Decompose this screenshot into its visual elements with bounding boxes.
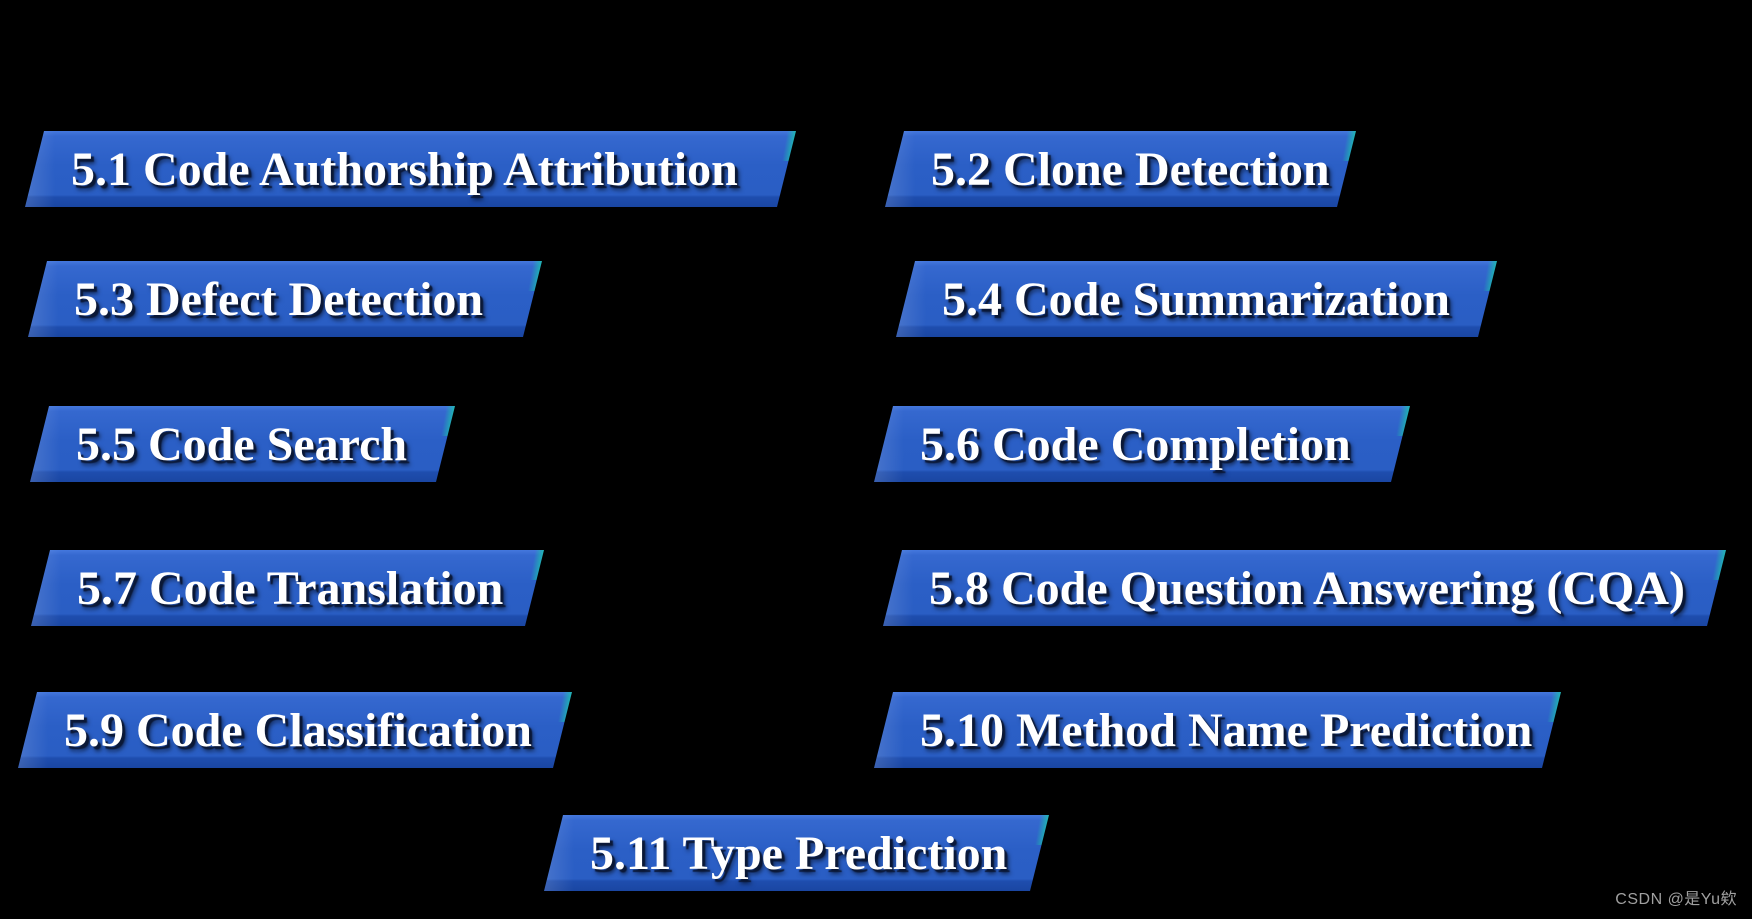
task-banner-5-8: 5.8 Code Question Answering (CQA)	[883, 550, 1726, 626]
task-banner-5-11: 5.11 Type Prediction	[544, 815, 1049, 891]
task-banner-5-5: 5.5 Code Search	[30, 406, 455, 482]
task-banner-5-10: 5.10 Method Name Prediction	[874, 692, 1561, 768]
task-banner-5-6: 5.6 Code Completion	[874, 406, 1410, 482]
task-banner-5-4: 5.4 Code Summarization	[896, 261, 1497, 337]
csdn-watermark: CSDN @是Yu欸	[1615, 891, 1737, 908]
task-banner-5-1: 5.1 Code Authorship Attribution	[25, 131, 796, 207]
task-banner-5-2: 5.2 Clone Detection	[885, 131, 1356, 207]
task-banner-5-7: 5.7 Code Translation	[31, 550, 544, 626]
task-banner-5-9: 5.9 Code Classification	[18, 692, 572, 768]
task-banner-5-3: 5.3 Defect Detection	[28, 261, 542, 337]
